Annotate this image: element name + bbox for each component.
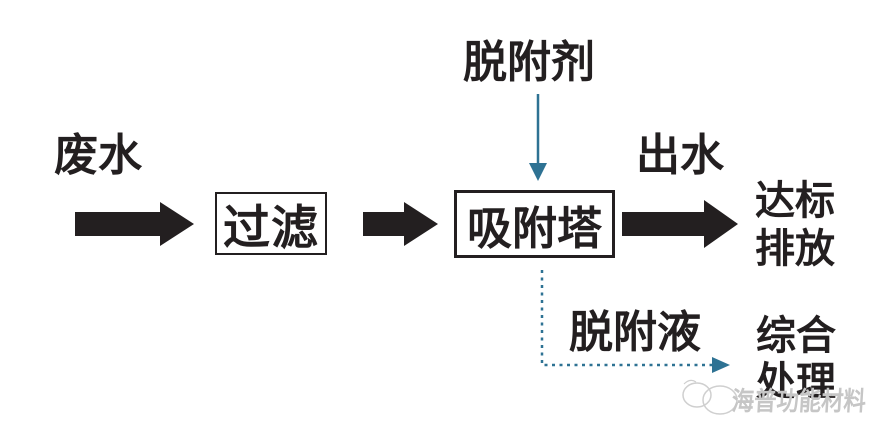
- label-wastewater: 废水: [54, 131, 142, 180]
- node-filter-label: 过滤: [223, 201, 319, 254]
- label-desorption-liquid: 脱附液: [569, 308, 701, 357]
- node-adsorption-tower: 吸附塔: [454, 190, 615, 258]
- right-arrow-icon-filter-to-adsorber: [363, 202, 438, 246]
- watermark-text: 海普功能材料: [730, 386, 867, 416]
- down-arrow-icon-desorbent: [529, 94, 547, 181]
- node-filter: 过滤: [215, 192, 327, 255]
- label-desorbent: 脱附剂: [463, 38, 595, 87]
- right-arrow-icon-feed-to-filter: [75, 202, 194, 246]
- node-adsorption-tower-label: 吸附塔: [466, 202, 602, 254]
- bubble-logo-icon: [682, 379, 738, 415]
- right-arrow-icon-adsorber-to-discharge: [622, 200, 738, 248]
- label-standard-discharge: 达标 排放: [755, 179, 835, 271]
- label-effluent: 出水: [636, 131, 724, 180]
- label-comprehensive-treatment: 综合 处理: [756, 314, 836, 403]
- dashed-elbow-arrow-icon-desorption: [540, 270, 730, 373]
